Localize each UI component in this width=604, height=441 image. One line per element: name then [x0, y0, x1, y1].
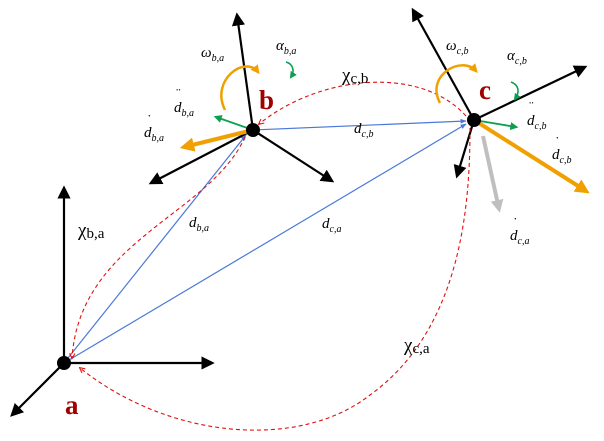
alpha-ba-arc — [285, 61, 297, 79]
frame-a-axes — [10, 185, 215, 417]
label-dd-cb: dc,b — [527, 113, 546, 132]
label-alpha-ba: αb,a — [276, 38, 296, 57]
label-d-dot-ba: db,a — [144, 125, 164, 144]
omega-ba-arc — [220, 64, 260, 111]
frame-b-axes — [148, 12, 335, 185]
label-d-dot-cb-dot: ˙ — [555, 135, 560, 150]
frame-a-z-axis — [10, 362, 65, 417]
label-dd-ba-dots: ¨ — [176, 87, 181, 102]
vector-d-cb — [252, 118, 467, 131]
velocity-d-cb — [472, 118, 590, 194]
label-chi-cb: χc,b — [341, 65, 368, 87]
frame-label-a: a — [65, 390, 79, 420]
vector-d-ba — [63, 134, 247, 364]
angular-velocity-arcs — [220, 63, 478, 111]
label-chi-ba: χb,a — [77, 220, 105, 242]
velocity-d-ca — [481, 135, 504, 213]
label-omega-ba: ωb,a — [201, 45, 224, 64]
transform-curves — [72, 81, 471, 431]
label-dd-ba: db,a — [174, 100, 194, 119]
curve-chi-ca — [80, 127, 471, 431]
label-d-dot-ca: dc,a — [510, 228, 529, 247]
label-omega-cb: ωc,b — [446, 38, 469, 57]
origin-b — [246, 123, 260, 137]
origin-c — [467, 113, 481, 127]
label-dd-cb-dots: ¨ — [529, 100, 534, 115]
alpha-cb-arc — [510, 81, 521, 101]
label-d-dot-ca-dot: ˙ — [513, 216, 518, 231]
curve-chi-ba — [72, 136, 246, 358]
vector-labels: ωb,a αb,a db,a ¨ db,a ˙ ωc,b αc,b dc,b ¨… — [144, 38, 571, 247]
linear-vectors — [179, 115, 590, 213]
label-d-dot-ba-dot: ˙ — [147, 113, 152, 128]
vector-d-ca — [63, 123, 467, 364]
acceleration-d-cb — [473, 119, 519, 131]
velocity-d-ba — [179, 128, 254, 152]
angular-acceleration-arcs — [285, 61, 521, 101]
transform-labels: χb,a χc,b χc,a — [77, 65, 430, 357]
frame-label-c: c — [479, 75, 491, 105]
displacement-vectors — [63, 118, 467, 364]
frame-c-axes — [411, 7, 588, 179]
omega-cb-arc — [435, 63, 478, 104]
label-d-cb: dc,b — [354, 121, 373, 140]
label-chi-ca: χc,a — [403, 335, 430, 357]
origin-a — [57, 356, 71, 370]
label-d-dot-cb: dc,b — [552, 147, 571, 166]
frame-label-b: b — [259, 85, 274, 115]
label-d-ba: db,a — [189, 215, 209, 234]
label-d-ca: dc,a — [322, 216, 341, 235]
label-alpha-cb: αc,b — [507, 48, 527, 67]
curve-chi-cb — [259, 81, 467, 124]
